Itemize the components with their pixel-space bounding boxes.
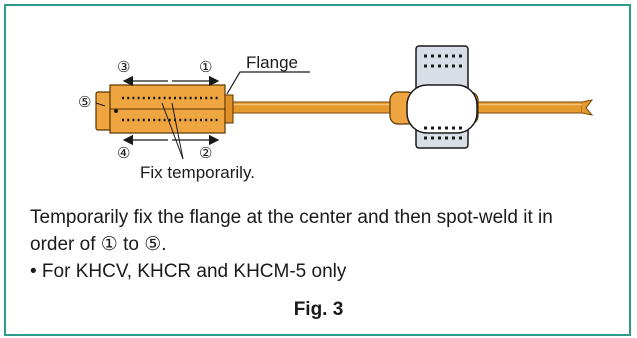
figure-label: Fig. 3 [293, 299, 344, 320]
figure-frame [4, 4, 631, 336]
marker-4: ④ [117, 145, 130, 162]
flange-label: Flange [246, 53, 298, 72]
caption-note: • For KHCV, KHCR and KHCM-5 only [30, 261, 347, 282]
marker-3: ③ [117, 59, 130, 76]
caption: Temporarily fix the flange at the center… [30, 204, 620, 285]
leader-lines [95, 71, 310, 160]
caption-line-2: order of ① to ⑤. [30, 234, 167, 255]
marker-1: ① [199, 59, 212, 76]
marker-2: ② [199, 145, 212, 162]
insulation-clamp [389, 45, 479, 149]
marker-5: ⑤ [78, 94, 91, 111]
flange-sleeve [95, 84, 234, 134]
caption-line-1: Temporarily fix the flange at the center… [30, 207, 553, 228]
fix-temporarily-label: Fix temporarily. [140, 163, 255, 182]
